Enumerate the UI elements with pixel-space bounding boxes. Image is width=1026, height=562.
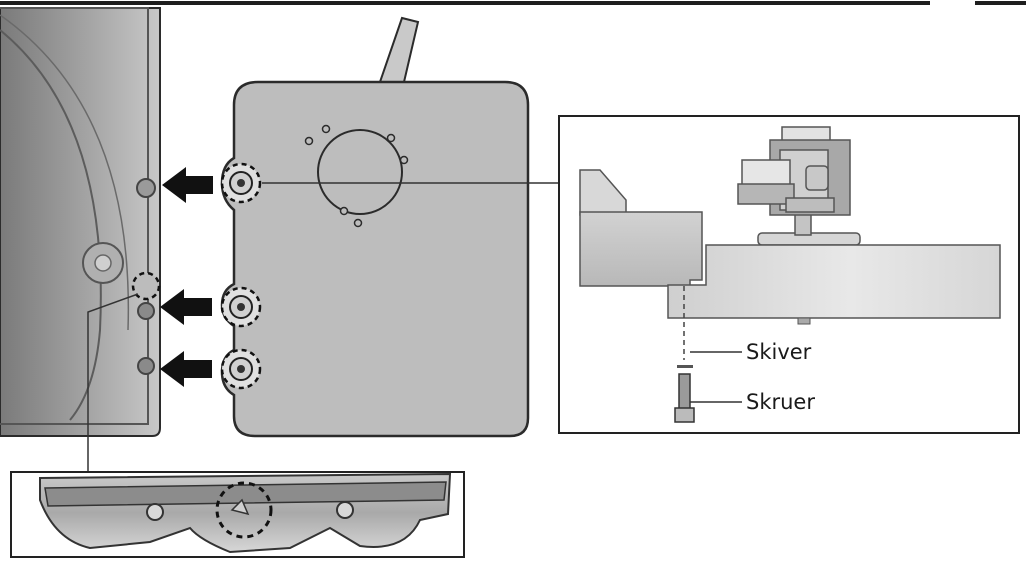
platter-spindle [82, 242, 124, 284]
screw-top [220, 162, 262, 204]
arrow-top-icon [162, 167, 213, 203]
highlight-circle-body [131, 271, 161, 301]
base-block [579, 211, 703, 287]
turntable-body [0, 7, 161, 437]
arrow-middle-icon [160, 289, 212, 325]
screw-middle [220, 286, 262, 328]
washer-icon [677, 365, 693, 368]
rail-hole-left [146, 503, 164, 521]
washers-label: Skiver [746, 340, 812, 364]
arrow-bottom-icon [160, 351, 212, 387]
highlight-circle-underside [215, 481, 273, 539]
mount-hole-top [136, 178, 156, 198]
wedge-part [579, 169, 627, 216]
underside-inset [10, 471, 465, 558]
tonearm-assembly [737, 126, 861, 246]
mounting-plate [220, 80, 530, 438]
direction-arrows [160, 167, 213, 387]
screw-bottom [220, 348, 262, 390]
small-screw-holes [304, 124, 409, 228]
mounting-bar [667, 244, 1001, 319]
side-view-inset: Skiver Skruer [558, 115, 1020, 434]
screw-icon [674, 373, 695, 423]
rail-hole-right [336, 501, 354, 519]
leader-lines [87, 182, 560, 472]
bar-foot [797, 317, 811, 325]
center-opening [317, 129, 403, 215]
mount-hole-bottom [137, 357, 155, 375]
screws-label: Skruer [746, 390, 815, 414]
tonearm-cable [378, 16, 420, 83]
mount-hole-middle [137, 302, 155, 320]
